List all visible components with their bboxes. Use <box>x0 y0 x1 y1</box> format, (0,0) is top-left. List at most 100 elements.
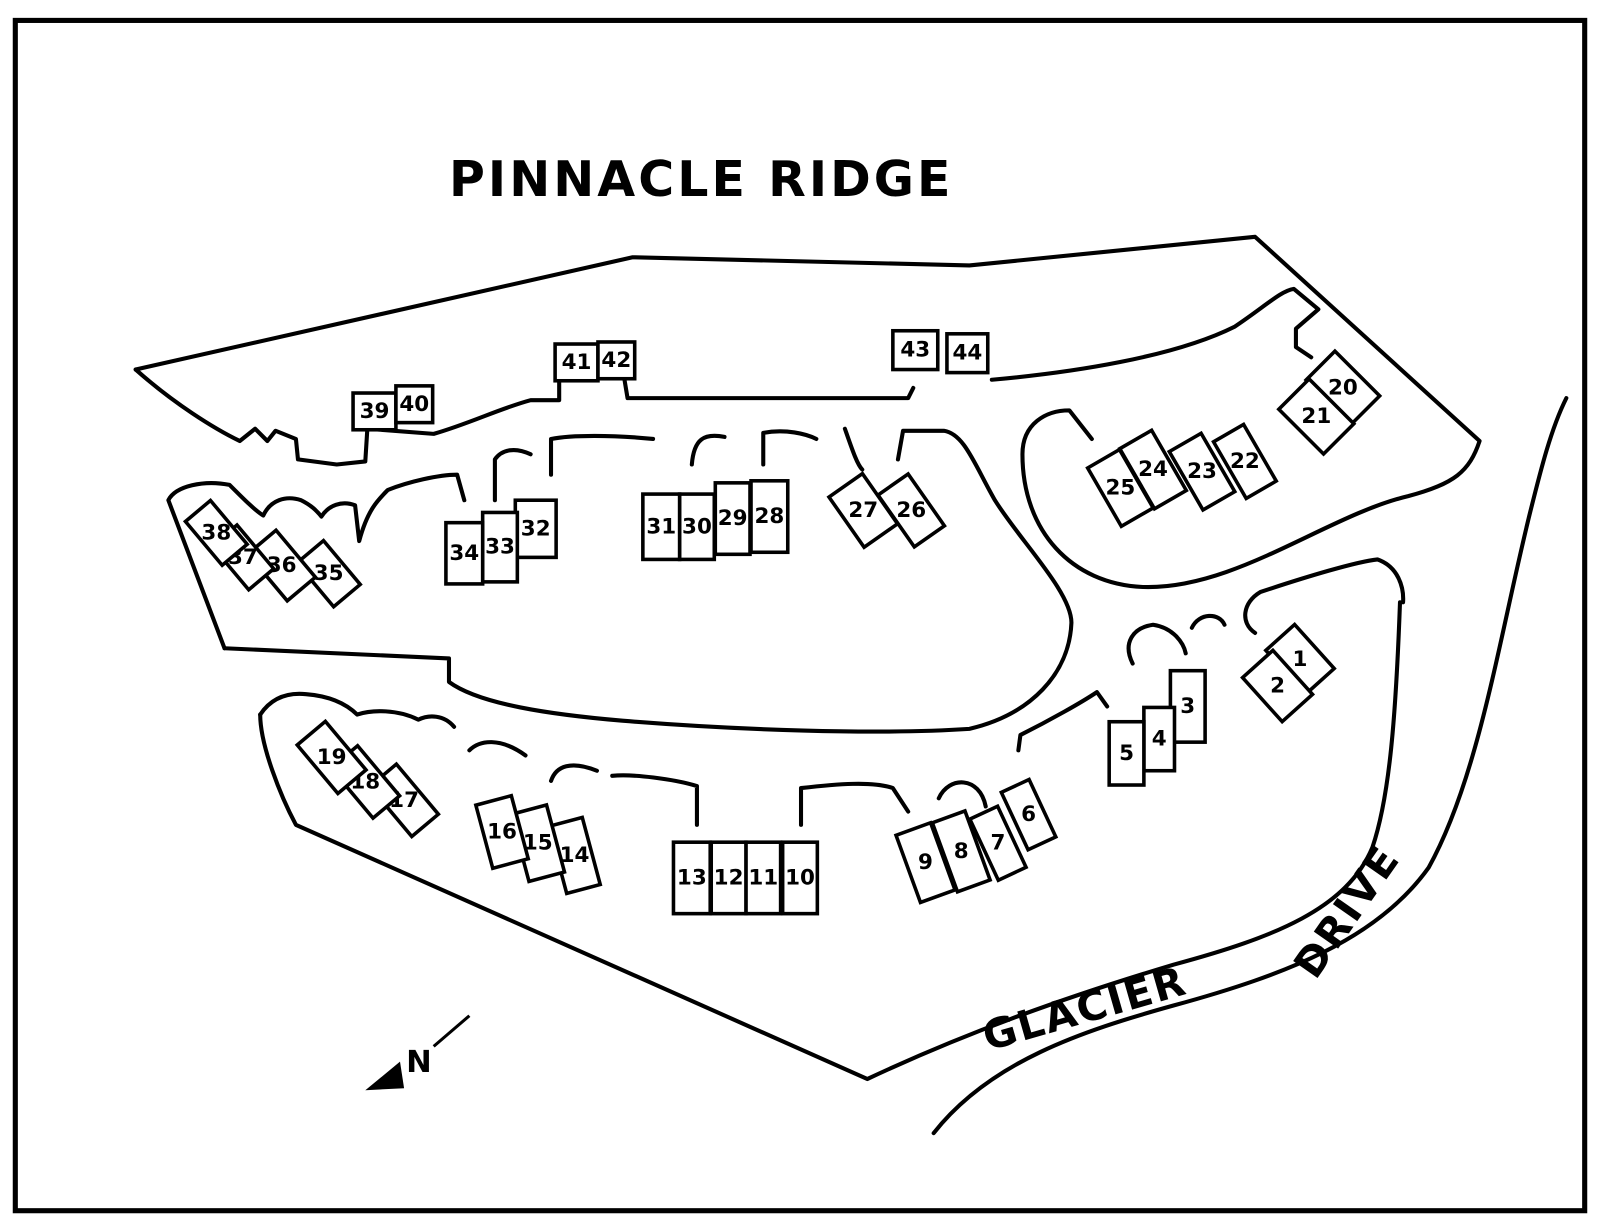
unit-27[interactable]: 27 <box>826 471 901 550</box>
unit-34[interactable]: 34 <box>444 520 485 586</box>
unit-outline <box>1166 430 1238 513</box>
unit-30[interactable]: 30 <box>677 492 717 562</box>
unit-outline <box>245 527 318 604</box>
unit-outline <box>744 840 783 916</box>
lot-boundary-north <box>133 234 1482 590</box>
unit-16[interactable]: 16 <box>473 793 531 871</box>
lawn-west-edge <box>166 472 467 651</box>
road-label-glacier: GLACIER <box>977 957 1192 1061</box>
unit-outline <box>677 492 717 562</box>
unit-32[interactable]: 32 <box>513 498 558 560</box>
unit-2[interactable]: 2 <box>1240 647 1316 725</box>
unit-number: 1 <box>1293 647 1308 672</box>
unit-number: 5 <box>1119 741 1134 766</box>
unit-outline <box>1142 705 1177 773</box>
unit-42[interactable]: 42 <box>596 340 637 381</box>
unit-outline <box>1240 647 1316 725</box>
unit-43[interactable]: 43 <box>891 328 940 372</box>
unit-outline <box>294 538 363 610</box>
unit-28[interactable]: 28 <box>749 479 790 555</box>
unit-outline <box>709 840 748 916</box>
unit-number: 30 <box>682 514 712 539</box>
unit-outline <box>780 840 820 916</box>
unit-36[interactable]: 36 <box>245 527 318 604</box>
unit-outline <box>893 820 958 905</box>
unit-25[interactable]: 25 <box>1085 447 1156 529</box>
housing-units: 1234567891011121314151617181920212223242… <box>182 328 1383 916</box>
central-lawn-edge <box>222 426 1074 734</box>
unit-11[interactable]: 11 <box>744 840 783 916</box>
unit-number: 3 <box>1180 694 1195 719</box>
unit-41[interactable]: 41 <box>553 342 600 383</box>
unit-outline <box>1107 719 1146 787</box>
unit-24[interactable]: 24 <box>1117 427 1189 512</box>
map-border <box>12 17 1588 1214</box>
unit-number: 20 <box>1328 375 1358 400</box>
unit-number: 22 <box>1230 449 1260 474</box>
unit-outline <box>967 803 1029 883</box>
unit-outline <box>671 840 712 916</box>
unit-number: 28 <box>754 504 784 529</box>
lot-boundary-south <box>258 600 1403 1082</box>
unit-number: 19 <box>317 745 347 770</box>
unit-19[interactable]: 19 <box>294 718 369 797</box>
unit-number: 16 <box>487 819 517 844</box>
unit-outline <box>1276 376 1357 457</box>
unit-number: 12 <box>714 865 744 890</box>
unit-5[interactable]: 5 <box>1107 719 1146 787</box>
unit-number: 23 <box>1187 459 1217 484</box>
unit-outline <box>998 777 1059 853</box>
unit-number: 43 <box>900 338 930 363</box>
glacier-drive-edge <box>931 396 1569 1136</box>
unit-number: 14 <box>560 843 590 868</box>
unit-number: 9 <box>918 850 933 875</box>
unit-20[interactable]: 20 <box>1303 348 1383 428</box>
unit-number: 41 <box>562 350 592 375</box>
unit-number: 34 <box>449 541 479 566</box>
unit-6[interactable]: 6 <box>998 777 1059 853</box>
unit-number: 7 <box>991 831 1006 856</box>
unit-4[interactable]: 4 <box>1142 705 1177 773</box>
unit-33[interactable]: 33 <box>480 510 520 584</box>
unit-7[interactable]: 7 <box>967 803 1029 883</box>
north-arrow-icon <box>365 1061 405 1091</box>
unit-number: 26 <box>896 498 926 523</box>
unit-40[interactable]: 40 <box>394 384 435 425</box>
north-line <box>432 1014 471 1048</box>
unit-number: 24 <box>1138 457 1168 482</box>
unit-39[interactable]: 39 <box>351 391 398 432</box>
unit-44[interactable]: 44 <box>945 332 990 375</box>
unit-29[interactable]: 29 <box>713 481 752 557</box>
unit-number: 8 <box>954 839 969 864</box>
unit-35[interactable]: 35 <box>294 538 363 610</box>
unit-number: 10 <box>785 865 815 890</box>
unit-outline <box>473 793 531 871</box>
unit-21[interactable]: 21 <box>1276 376 1357 457</box>
unit-number: 13 <box>677 865 707 890</box>
unit-outline <box>513 498 558 560</box>
unit-9[interactable]: 9 <box>893 820 958 905</box>
unit-22[interactable]: 22 <box>1211 422 1279 501</box>
unit-number: 33 <box>485 535 515 560</box>
unit-outline <box>182 497 250 568</box>
unit-10[interactable]: 10 <box>780 840 820 916</box>
unit-outline <box>945 332 990 375</box>
unit-number: 4 <box>1152 727 1167 752</box>
unit-number: 38 <box>201 520 231 545</box>
unit-38[interactable]: 38 <box>182 497 250 568</box>
unit-12[interactable]: 12 <box>709 840 748 916</box>
unit-number: 44 <box>952 341 982 366</box>
unit-outline <box>891 328 940 372</box>
unit-outline <box>444 520 485 586</box>
unit-23[interactable]: 23 <box>1166 430 1238 513</box>
north-label: N <box>406 1045 432 1080</box>
unit-13[interactable]: 13 <box>671 840 712 916</box>
unit-31[interactable]: 31 <box>641 492 682 562</box>
unit-outline <box>1085 447 1156 529</box>
unit-number: 40 <box>399 392 429 417</box>
lawn-south-edge <box>258 557 1406 827</box>
upper-lawn-edge <box>133 286 1321 467</box>
unit-number: 35 <box>314 561 344 586</box>
